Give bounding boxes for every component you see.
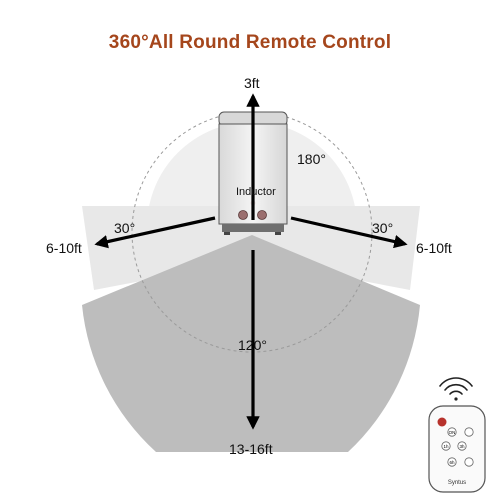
sensor-dot-left xyxy=(238,210,248,220)
angle-top-label: 180° xyxy=(297,151,326,167)
angle-right-label: 30° xyxy=(372,220,394,236)
range-right-label: 6-10ft xyxy=(416,240,452,256)
sensor-label: Inductor xyxy=(236,186,276,198)
page-title: 360°All Round Remote Control xyxy=(108,32,392,53)
range-top-label: 3ft xyxy=(244,75,260,91)
remote-brand: Syntus xyxy=(448,480,466,486)
remote-control: ON 1h 3h 6h Syntus xyxy=(428,377,486,493)
remote-btn-3h: 3h xyxy=(459,444,465,449)
bottom-coverage-zone xyxy=(82,235,420,452)
remote-btn-1h: 1h xyxy=(443,444,449,449)
angle-bottom-label: 120° xyxy=(238,337,267,353)
range-bottom-label: 13-16ft xyxy=(229,441,273,457)
arrow-left xyxy=(94,216,216,249)
arrow-right xyxy=(290,216,408,249)
angle-left-label: 30° xyxy=(114,220,136,236)
remote-btn-on: ON xyxy=(449,430,456,435)
remote-btn-6h: 6h xyxy=(449,460,455,465)
sensor-dot-right xyxy=(257,210,267,220)
wifi-signal-icon xyxy=(439,377,473,401)
range-left-label: 6-10ft xyxy=(46,240,82,256)
